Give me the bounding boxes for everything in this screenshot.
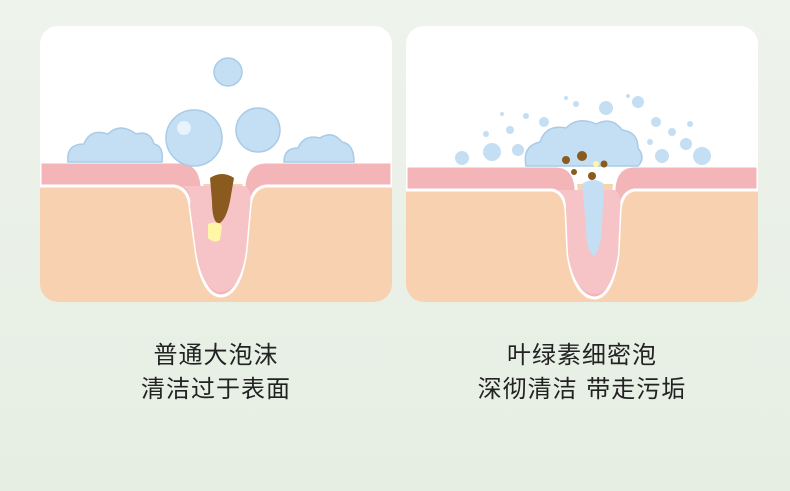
caption-line: 清洁过于表面 [141,375,291,403]
bubble-highlight [177,121,191,135]
dirt-particles-icon [562,151,608,180]
oil-residue-icon [208,222,222,242]
small-bubbles-icon [455,94,711,165]
caption-large-foam: 普通大泡沫 清洁过于表面 [36,338,396,406]
dirt-plug-icon [210,174,234,224]
foam-cloud-right-icon [283,134,355,163]
caption-line: 叶绿素细密泡 [507,341,657,369]
fine-foam-illustration [406,94,758,302]
caption-line: 普通大泡沫 [153,341,279,369]
caption-line: 深彻清洁 带走污垢 [477,375,687,403]
diagram-panel-large-foam [40,26,392,302]
large-bubble-icon [213,57,243,87]
fine-foam-in-pore-icon [582,180,604,256]
oil-particle-icon [593,161,599,167]
fine-foam-cloud-icon [524,120,643,167]
caption-fine-foam: 叶绿素细密泡 深彻清洁 带走污垢 [402,338,762,406]
large-foam-illustration [40,57,392,302]
diagram-panel-fine-foam [406,26,758,302]
large-bubble-icon [165,109,223,167]
foam-cloud-left-icon [67,127,164,163]
large-bubble-icon [235,107,281,153]
